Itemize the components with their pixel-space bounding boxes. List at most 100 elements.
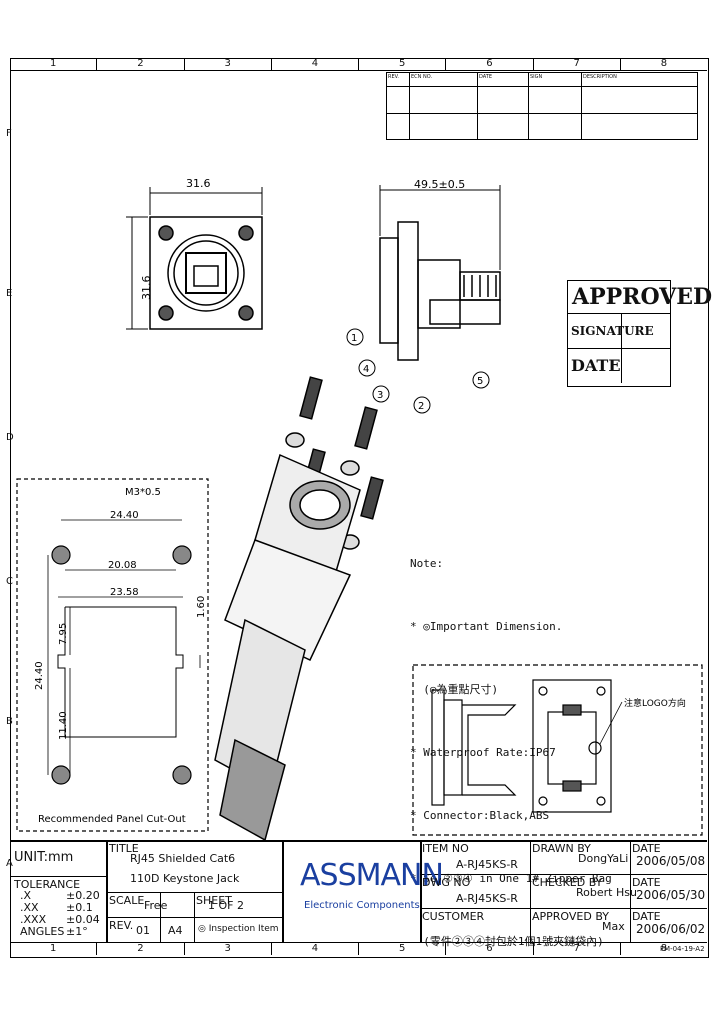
brand-subtitle: Electronic Components [304, 900, 420, 911]
scale-label: SCALE [109, 894, 145, 907]
zone-label: 3 [185, 58, 272, 70]
tol-key: .X [20, 889, 32, 902]
date-label: DATE [632, 910, 661, 923]
callout-4: 4 [363, 364, 369, 375]
date-row: DATE [568, 349, 670, 383]
title-label: TITLE [109, 842, 139, 855]
tol-value: ±0.1 [66, 901, 93, 914]
cutout-w1-dim: 24.40 [110, 510, 139, 521]
zone-side-label: C [6, 576, 13, 587]
note-line: (◎為重點尺寸) [410, 683, 499, 696]
zone-label: 8 [660, 58, 668, 69]
title-line1: RJ45 Shielded Cat6 [130, 852, 236, 865]
zone-label: 2 [97, 58, 185, 70]
zone-side-label: F [6, 128, 12, 139]
dwg-no-label: DWG NO [422, 876, 471, 889]
checked-label: CHECKED BY [532, 876, 603, 889]
zone-label: 2 [97, 943, 185, 955]
zone-label: 7 [534, 58, 621, 70]
date-approved: 2006/06/02 [636, 922, 706, 936]
zone-label: 6 [446, 943, 534, 955]
notes-title: Note: [410, 557, 444, 570]
cutout-m3-dim: M3*0.5 [125, 487, 161, 498]
zone-label: 5 [359, 58, 447, 70]
inspection-item: ◎ Inspection Item [198, 924, 279, 934]
notes-block: Note: * ◎Important Dimension. (◎為重點尺寸) *… [410, 511, 612, 973]
tol-value: ±0.20 [66, 889, 100, 902]
zone-label: 5 [359, 943, 447, 955]
cutout-h1-dim: 24.40 [34, 661, 45, 690]
date-label: DATE [632, 842, 661, 855]
date-label: DATE [568, 349, 622, 383]
zone-label: 4 [272, 943, 359, 955]
note-line: * Connector:Black,ABS [410, 809, 550, 822]
logo-note: 注意LOGO方向 [624, 697, 686, 709]
description-header: DESCRIPTION [581, 71, 698, 88]
brand-logo: ASSMANN [300, 858, 444, 893]
note-line: * Waterproof Rate:IP67 [410, 746, 556, 759]
cutout-h3-dim: 11.40 [58, 711, 69, 740]
rev-label: REV. [109, 919, 134, 932]
zone-label: 4 [272, 58, 359, 70]
sheet-label: SHEET [196, 894, 232, 907]
callout-3: 3 [377, 390, 383, 401]
zone-side-label: B [6, 716, 13, 727]
zone-label: 6 [446, 58, 534, 70]
note-line: * Se ②③④ in One 1# Zipper Bag [410, 872, 612, 885]
zone-label: 3 [185, 943, 272, 955]
tol-key: .XXX [20, 913, 47, 926]
note-line: * ◎Important Dimension. [410, 620, 563, 633]
zone-side-label: E [6, 288, 13, 299]
front-width-dim: 31.6 [186, 177, 211, 190]
cutout-h2-dim: 7.95 [58, 623, 69, 645]
callout-5: 5 [477, 376, 483, 387]
tol-key: .XX [20, 901, 39, 914]
sheet-value: 1 OF 2 [208, 899, 244, 912]
date-checked: 2006/05/30 [636, 888, 706, 902]
zone-label: 1 [10, 58, 98, 70]
checked-by: Robert Hsu [576, 886, 637, 899]
side-view [346, 185, 501, 414]
zone-label: 1 [10, 943, 98, 955]
approved-by: Max [602, 920, 625, 933]
date-label: DATE [632, 876, 661, 889]
form-number: FM-04-19-A2 [660, 945, 705, 953]
zone-row-top: 1 2 3 4 5 6 7 8 [10, 58, 707, 71]
panel-cutout [16, 478, 209, 832]
dwg-no: A-RJ45KS-R [456, 892, 518, 905]
cutout-h4-dim: 1.60 [196, 596, 207, 618]
callout-2: 2 [418, 401, 424, 412]
drawn-by: DongYaLi [578, 852, 629, 865]
zone-label: 7 [534, 943, 621, 955]
approved-label: APPROVED BY [532, 910, 610, 923]
title-line2: 110D Keystone Jack [130, 872, 240, 885]
size-value: A4 [168, 924, 183, 937]
zone-side-label: A [6, 858, 13, 869]
drawn-label: DRAWN BY [532, 842, 591, 855]
front-height-dim: 31.6 [140, 276, 153, 301]
tol-key: ANGLES [20, 925, 65, 938]
rev-value: 01 [136, 924, 150, 937]
cutout-caption: Recommended Panel Cut-Out [38, 814, 186, 825]
detail-view [412, 664, 703, 836]
note-line: (零件②③④封包於1個1號夾鏈袋內) [410, 935, 604, 948]
cutout-w2-dim: 20.08 [108, 560, 137, 571]
zone-label: 8 [660, 943, 668, 954]
exploded-view [214, 376, 384, 842]
item-no-label: ITEM NO [422, 842, 469, 855]
tol-value: ±0.04 [66, 913, 100, 926]
item-no: A-RJ45KS-R [456, 858, 518, 871]
tolerance-label: TOLERANCE [14, 878, 81, 891]
customer-label: CUSTOMER [422, 910, 485, 923]
cutout-w3-dim: 23.58 [110, 587, 139, 598]
front-view [126, 187, 263, 330]
side-length-dim: 49.5±0.5 [414, 178, 465, 191]
unit-label: UNIT:mm [14, 850, 74, 865]
zone-row-bottom: 1 2 3 4 5 6 7 8 [10, 942, 707, 955]
zone-side-label: D [6, 432, 14, 443]
scale-value: Free [144, 899, 168, 912]
title-block: UNIT:mm TOLERANCE .X ±0.20 .XX ±0.1 .XXX… [10, 840, 707, 942]
signature-row: SIGNATURE [568, 314, 670, 349]
tol-value: ±1° [66, 925, 88, 938]
